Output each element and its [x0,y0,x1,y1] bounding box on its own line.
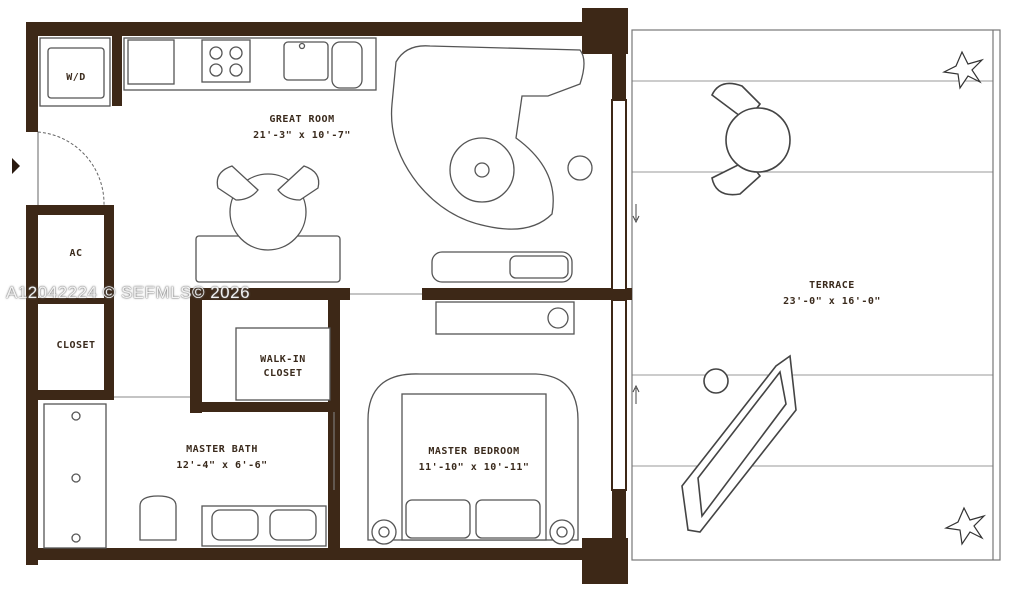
interior-doors [114,293,422,490]
ac-label: AC [69,248,82,259]
toilet-icon [139,495,177,541]
window-frame [611,299,627,491]
entry-door [37,131,105,206]
chair-icon [216,165,259,201]
master-bath-label: MASTER BATH [186,444,258,455]
walls [26,8,632,584]
sink-icon [269,509,317,541]
master-bedroom-dims: 11'-10" x 10'-11" [419,462,530,473]
master-bath-dims: 12'-4" x 6'-6" [176,460,267,471]
walk-in-closet-label: CLOSET [263,368,302,379]
plant-icon [944,506,987,546]
dishwasher-icon [331,41,363,89]
sectional-sofa-icon [390,45,585,230]
sink-icon [283,41,329,81]
round-table-icon [725,107,791,173]
bath-fixtures [43,403,327,549]
wall-walkin-west [190,288,202,413]
great-room-dims: 21'-3" x 10'-7" [253,130,351,141]
wall-bath-top [190,402,340,412]
wall-walkin-top [190,288,350,300]
closet-label: CLOSET [56,340,95,351]
side-table-icon [567,155,593,181]
walk-in-label: WALK-IN [260,354,306,365]
great-room-label: GREAT ROOM [269,114,334,125]
entry-arrow-icon [12,158,20,174]
terrace-area [631,29,1001,561]
wall-closet-bottom [26,390,114,400]
wall-south [26,548,586,560]
terrace-dims: 23'-0" x 16'-0" [783,296,881,307]
walk-in-closet-shelf [235,327,331,401]
plant-icon [942,50,985,90]
wd-label: W/D [66,72,86,83]
wall-west-lower [26,205,38,565]
terrace-label: TERRACE [809,280,855,291]
wall-ac-top [26,205,114,215]
bedroom-furniture [235,301,579,545]
side-table-icon [703,368,729,394]
chair-icon [277,165,320,201]
wall-bedroom-top [422,288,632,300]
pillow-icon [475,499,541,539]
slider-arrows [632,204,640,404]
window-frame [611,99,627,291]
wall-north [26,22,606,36]
wall-east-upper [612,36,626,100]
master-bedroom-label: MASTER BEDROOM [428,446,519,457]
wall-west-upper [26,22,38,132]
wall-ac-closet [26,298,114,304]
terrace-dining-set-icon [710,82,791,196]
lounger-cushion [697,370,787,519]
pillow-icon [405,499,471,539]
cooktop-icon [201,39,251,83]
sink-icon [211,509,259,541]
refrigerator-icon [127,39,175,85]
terrace-lounger-icon [681,354,797,533]
kitchen [39,37,377,107]
great-room-furniture [195,45,593,283]
wall-laundry [112,36,122,106]
wall-east-lower [612,490,626,550]
